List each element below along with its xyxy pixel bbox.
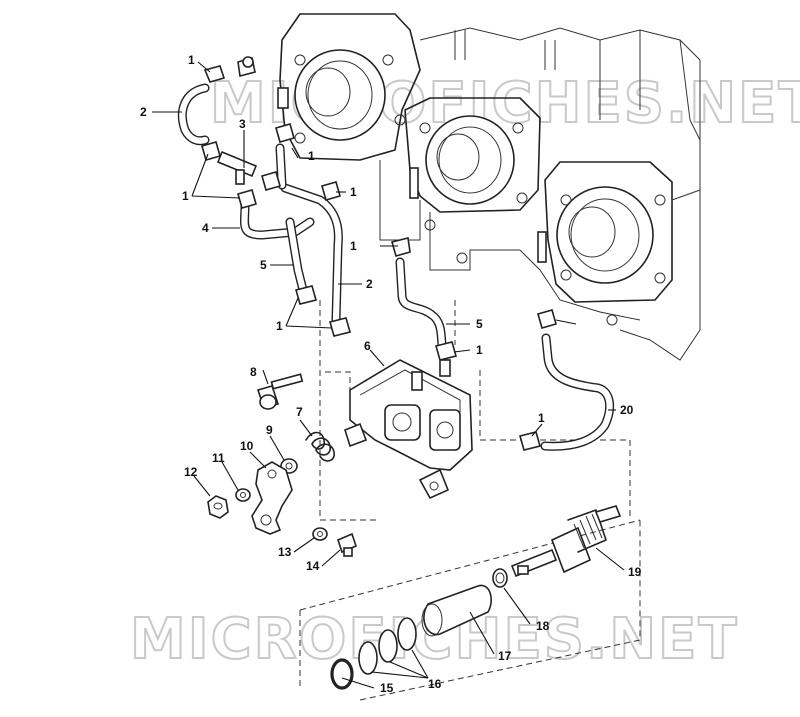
callout-7: 7 — [296, 405, 303, 419]
callout-1: 1 — [476, 343, 483, 357]
callout-14: 14 — [306, 559, 320, 573]
callout-1: 1 — [188, 53, 195, 67]
callout-1: 1 — [276, 319, 283, 333]
callout-5: 5 — [476, 317, 483, 331]
oil-pump — [344, 359, 473, 500]
callout-20: 20 — [620, 403, 634, 417]
hoses — [177, 83, 615, 451]
callout-18: 18 — [536, 619, 550, 633]
callout-2: 2 — [140, 105, 147, 119]
callout-3: 3 — [239, 117, 246, 131]
callout-5: 5 — [260, 258, 267, 272]
callout-9: 9 — [266, 423, 273, 437]
callout-17: 17 — [498, 649, 512, 663]
callout-10: 10 — [240, 439, 254, 453]
drive-shaft — [510, 505, 622, 578]
callout-1: 1 — [350, 185, 357, 199]
callout-19: 19 — [628, 565, 642, 579]
spring — [305, 431, 335, 462]
engine-block — [277, 13, 701, 361]
callout-1: 1 — [538, 411, 545, 425]
clamps — [201, 56, 557, 451]
callout-1: 1 — [350, 239, 357, 253]
callout-2: 2 — [366, 277, 373, 291]
callout-13: 13 — [278, 545, 292, 559]
callout-15: 15 — [380, 681, 394, 695]
callout-labels: 1 2 3 1 1 4 1 5 2 1 5 1 1 6 8 7 20 9 10 … — [140, 53, 642, 695]
guide-lines — [299, 300, 641, 701]
callout-1: 1 — [308, 149, 315, 163]
callout-8: 8 — [250, 365, 257, 379]
callout-1: 1 — [182, 189, 189, 203]
leader-lines — [152, 61, 625, 689]
seals — [330, 568, 508, 690]
callout-12: 12 — [184, 465, 198, 479]
callout-11: 11 — [212, 451, 225, 465]
bolt — [256, 373, 304, 410]
small-parts — [207, 458, 357, 557]
callout-16: 16 — [428, 677, 442, 691]
callout-6: 6 — [364, 339, 371, 353]
callout-4: 4 — [202, 221, 209, 235]
